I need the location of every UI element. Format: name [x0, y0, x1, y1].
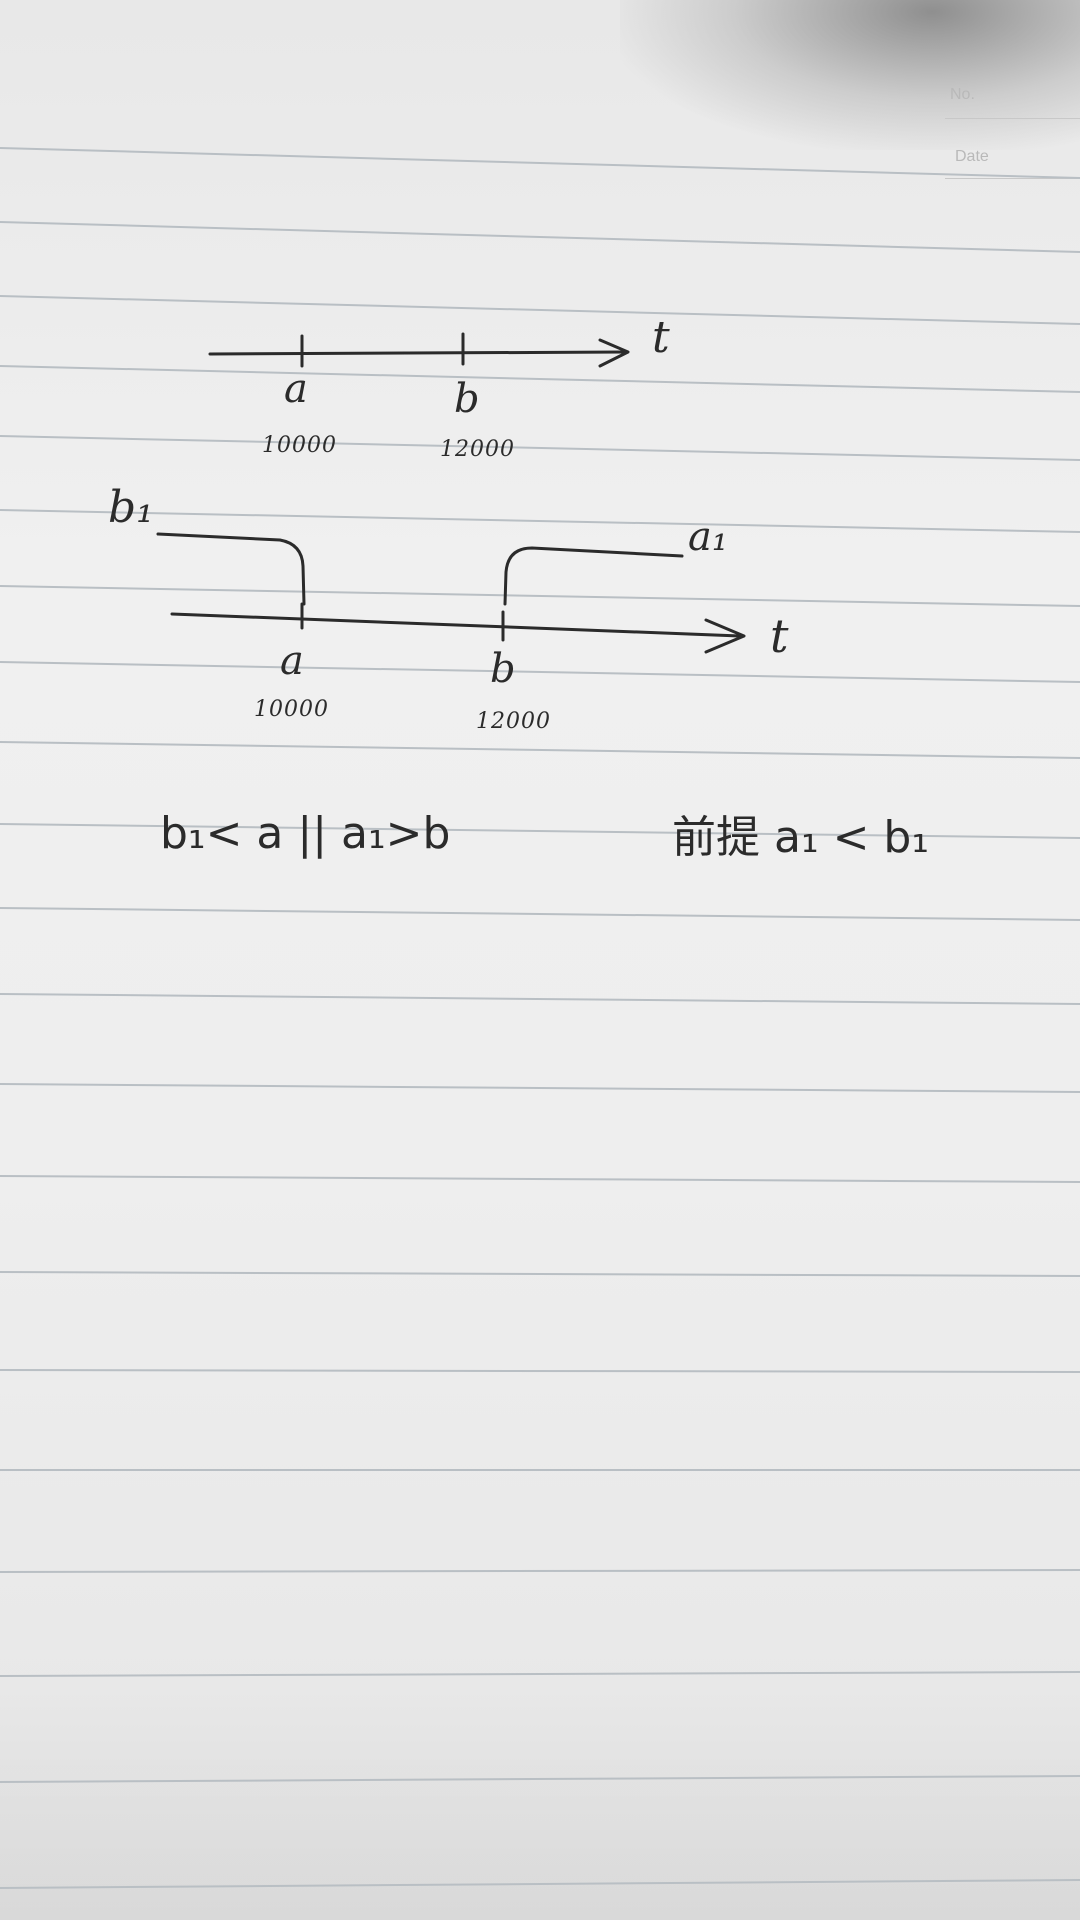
- ruled-line: [0, 1175, 1080, 1183]
- ruled-line: [0, 1369, 1080, 1373]
- axis-label-t: t: [770, 609, 789, 663]
- ruled-lines: [0, 147, 1080, 1889]
- tick-a-label: a: [284, 366, 308, 412]
- ruled-line: [0, 147, 1080, 179]
- ruled-line: [0, 1271, 1080, 1277]
- axis-arrowhead: [704, 618, 746, 654]
- curve-a1-label: a₁: [688, 514, 728, 560]
- tick-a-label: a: [280, 638, 304, 684]
- ruled-line: [0, 907, 1080, 921]
- tick-b-label: b: [454, 376, 480, 422]
- axis-line: [208, 350, 627, 356]
- ruled-line: [0, 221, 1080, 253]
- header-no-label: No.: [950, 86, 975, 103]
- tick-a-value: 10000: [262, 433, 337, 458]
- formula-line: b₁< a || a₁>b 前提 a₁ < b₁: [160, 808, 929, 863]
- ruled-line: [0, 1569, 1080, 1573]
- tick-b-value: 12000: [440, 437, 515, 462]
- curve-b1: [156, 532, 306, 606]
- header-date-label: Date: [955, 148, 989, 165]
- ruled-line: [0, 509, 1080, 533]
- axis-label-t: t: [652, 312, 670, 363]
- header-no-line: [945, 118, 1080, 119]
- ruled-line: [0, 295, 1080, 325]
- ruled-line: [0, 993, 1080, 1005]
- curve-a1: [503, 546, 684, 606]
- ruled-line: [0, 585, 1080, 607]
- ruled-line: [0, 435, 1080, 461]
- axis-line: [170, 612, 742, 638]
- ruled-line: [0, 661, 1080, 683]
- premise-condition: 前提 a₁ < b₁: [672, 812, 929, 863]
- tick-b-value: 12000: [476, 709, 551, 734]
- tick-a-value: 10000: [254, 697, 329, 722]
- shadow-bottom: [0, 1680, 1080, 1920]
- header-date-line: [945, 178, 1080, 179]
- ruled-line: [0, 1879, 1080, 1889]
- ruled-line: [0, 1671, 1080, 1677]
- ruled-line: [0, 823, 1080, 839]
- diagram-1: t a b 10000 12000: [208, 312, 670, 462]
- ruled-line: [0, 1775, 1080, 1783]
- overlap-condition: b₁< a || a₁>b: [160, 808, 450, 859]
- ruled-line: [0, 741, 1080, 759]
- tick-b-label: b: [490, 646, 516, 692]
- curve-b1-label: b₁: [108, 482, 154, 533]
- diagram-2: t b₁ a₁ a b 10000 12000: [108, 482, 789, 734]
- shadow-top-right: [620, 0, 1080, 150]
- axis-arrowhead: [598, 338, 630, 368]
- ruled-line: [0, 1083, 1080, 1093]
- ruled-line: [0, 365, 1080, 393]
